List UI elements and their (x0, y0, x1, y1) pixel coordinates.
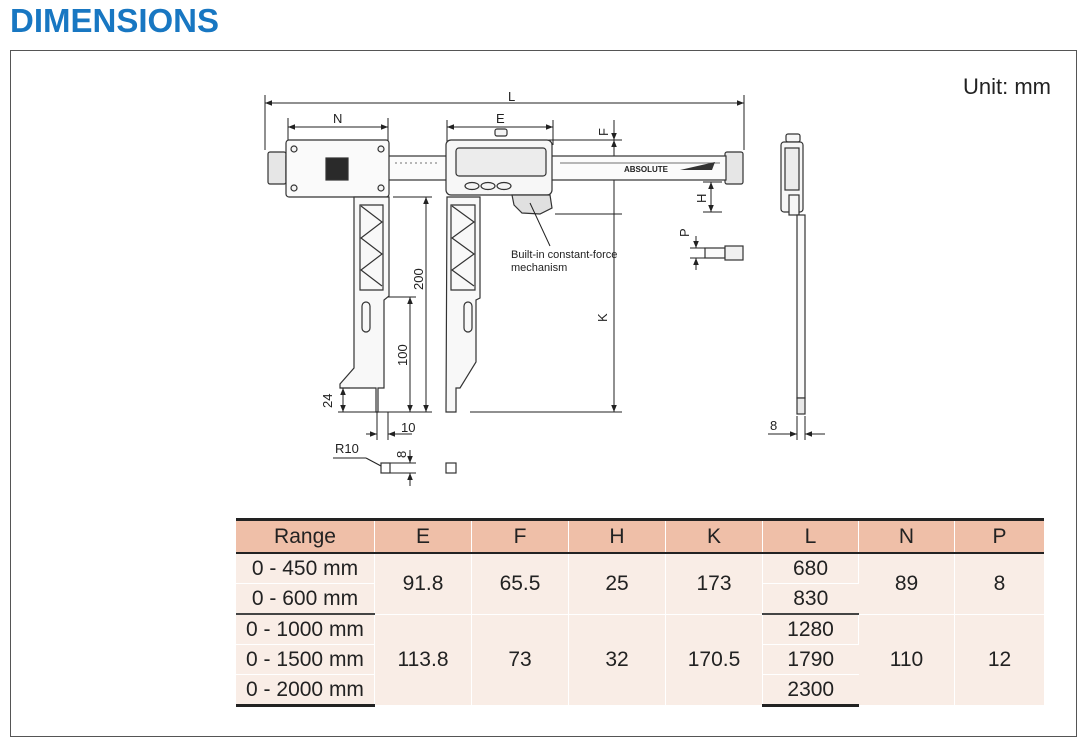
col-header-range: Range (236, 518, 375, 554)
h-cell: 32 (568, 614, 666, 706)
dim-label-R10: R10 (335, 441, 359, 456)
table-row: 0 - 1000 mm 113.8 73 32 170.5 1280 110 1… (236, 614, 1044, 706)
dim-label-F: F (596, 128, 611, 136)
content-frame (10, 50, 1077, 737)
dim-label-10: 10 (401, 420, 415, 435)
n-cell: 89 (858, 553, 955, 615)
dimensions-table: Range E F H K L N P 0 - 450 mm 91.8 65.5… (236, 518, 1044, 707)
l-cell: 830 (762, 583, 859, 615)
table-row: 0 - 600 mm 830 (236, 583, 1044, 615)
col-header-l: L (762, 518, 859, 554)
n-cell: 110 (858, 614, 955, 706)
unit-label: Unit: mm (963, 74, 1051, 99)
f-cell: 65.5 (471, 553, 569, 615)
f-cell: 73 (471, 614, 569, 706)
dim-label-200: 200 (411, 268, 426, 290)
l-cell: 2300 (762, 674, 859, 707)
note-line-2: mechanism (511, 262, 567, 274)
table-header-row: Range E F H K L N P (236, 518, 1044, 554)
range-cell: 0 - 600 mm (236, 583, 375, 615)
dim-label-P: P (677, 228, 692, 237)
k-cell: 170.5 (665, 614, 763, 706)
l-cell: 680 (762, 553, 859, 584)
col-header-f: F (471, 518, 569, 554)
dim-label-8: 8 (394, 451, 409, 458)
range-cell: 0 - 1000 mm (236, 614, 375, 645)
dim-label-N: N (333, 111, 342, 126)
e-cell: 113.8 (374, 614, 472, 706)
col-header-k: K (665, 518, 763, 554)
table-row: 0 - 1500 mm 1790 (236, 644, 1044, 675)
col-header-n: N (858, 518, 955, 554)
p-cell: 8 (954, 553, 1044, 615)
e-cell: 91.8 (374, 553, 472, 615)
dim-label-H: H (694, 194, 709, 203)
p-cell: 12 (954, 614, 1044, 706)
l-cell: 1280 (762, 614, 859, 645)
dim-label-L: L (508, 89, 515, 104)
col-header-h: H (568, 518, 666, 554)
note-line-1: Built-in constant-force (511, 249, 617, 261)
k-cell: 173 (665, 553, 763, 615)
range-cell: 0 - 2000 mm (236, 674, 375, 707)
l-cell: 1790 (762, 644, 859, 675)
range-cell: 0 - 450 mm (236, 553, 375, 584)
table-row: 0 - 450 mm 91.8 65.5 25 173 680 89 8 (236, 553, 1044, 615)
dim-label-100: 100 (395, 344, 410, 366)
col-header-p: P (954, 518, 1044, 554)
dim-label-8-side: 8 (770, 418, 777, 433)
dim-label-E: E (496, 111, 505, 126)
range-cell: 0 - 1500 mm (236, 644, 375, 675)
col-header-e: E (374, 518, 472, 554)
dim-label-24: 24 (320, 394, 335, 408)
dim-label-K: K (595, 313, 610, 322)
brand-text: ABSOLUTE (624, 165, 669, 174)
page-title: DIMENSIONS (10, 2, 220, 39)
h-cell: 25 (568, 553, 666, 615)
table-row: 0 - 2000 mm 2300 (236, 674, 1044, 707)
